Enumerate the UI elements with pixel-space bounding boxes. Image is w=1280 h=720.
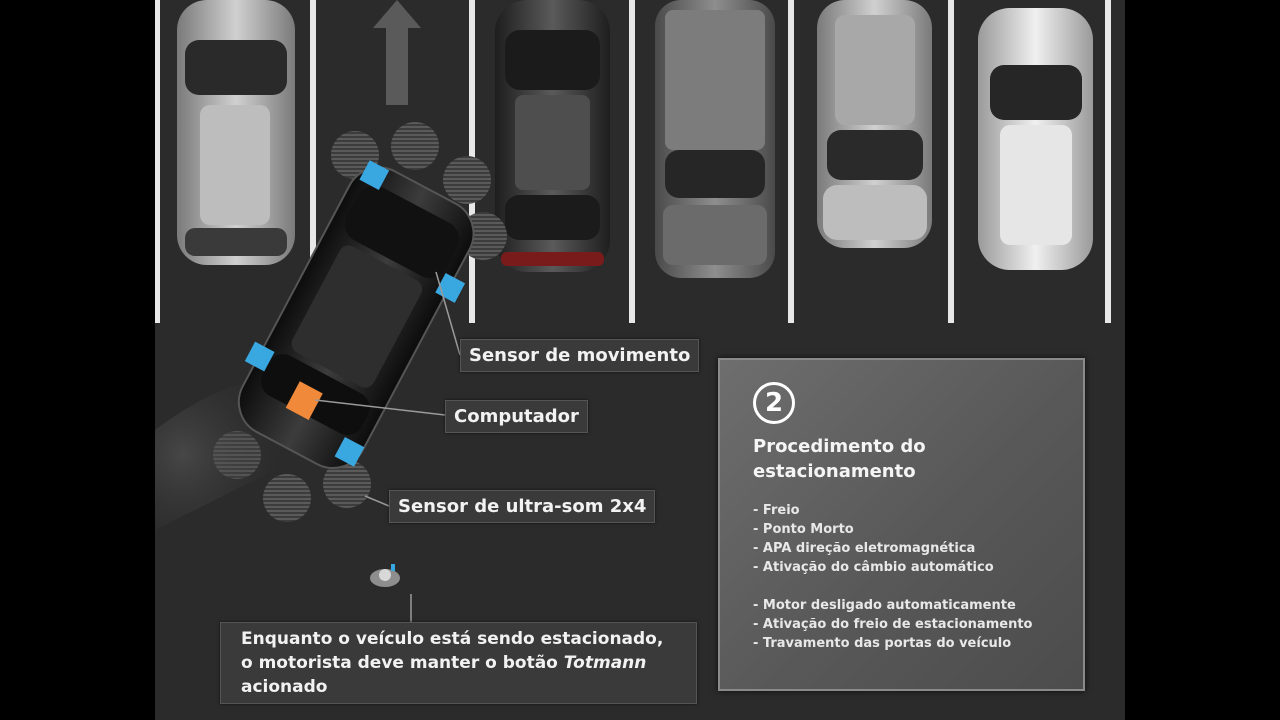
totmann-button-name: Totmann — [563, 653, 647, 673]
motion-sensor-rear-left — [359, 160, 390, 190]
parked-car-white-hatch — [978, 8, 1093, 270]
procedure-step: - Freio — [753, 503, 800, 518]
motion-sensor-front-right — [334, 436, 365, 467]
note-line-2-text: o motorista deve manter o botão — [241, 653, 564, 673]
parked-car-silver-suv — [817, 0, 932, 248]
parked-car-grey-van — [655, 0, 775, 278]
procedure-step: - Ativação do câmbio automático — [753, 560, 994, 575]
driver-instruction-note: Enquanto o veículo está sendo estacionad… — [220, 622, 697, 704]
procedure-step: - APA direção eletromagnética — [753, 541, 976, 556]
procedure-step: - Travamento das portas do veículo — [753, 636, 1012, 651]
callout-lines — [314, 271, 461, 622]
parking-lines — [155, 0, 1111, 323]
note-line-1: Enquanto o veículo está sendo estacionad… — [241, 629, 664, 649]
parking-scene — [155, 0, 1111, 622]
ultrasonic-sensor-label: Sensor de ultra-som 2x4 — [389, 490, 656, 523]
panel-title: Procedimento do estacionamento — [753, 434, 1053, 484]
procedure-step: - Ponto Morto — [753, 522, 854, 537]
panel-title-line-1: Procedimento do — [753, 436, 926, 457]
motion-sensor-front-left — [244, 341, 275, 372]
note-line-3: acionado — [241, 677, 328, 697]
motion-sensor-label: Sensor de movimento — [460, 339, 700, 372]
computer-unit — [285, 381, 323, 420]
note-line-2: o motorista deve manter o botão Totmann — [241, 651, 676, 675]
parked-car-silver-wagon — [177, 0, 295, 265]
direction-arrow-icon — [373, 0, 421, 105]
procedure-panel: 2 Procedimento do estacionamento - Freio… — [718, 358, 1085, 691]
procedure-step: - Motor desligado automaticamente — [753, 598, 1016, 613]
computer-label: Computador — [445, 400, 588, 433]
parked-car-dark-sedan — [495, 0, 610, 272]
procedure-steps: - Freio - Ponto Morto - APA direção elet… — [753, 501, 1032, 653]
procedure-step: - Ativação do freio de estacionamento — [753, 617, 1033, 632]
parking-car — [237, 160, 475, 469]
step-number-badge: 2 — [753, 382, 795, 424]
driver-icon — [370, 564, 400, 587]
panel-title-line-2: estacionamento — [753, 461, 916, 482]
parking-diagram: Sensor de movimento Computador Sensor de… — [155, 0, 1125, 720]
